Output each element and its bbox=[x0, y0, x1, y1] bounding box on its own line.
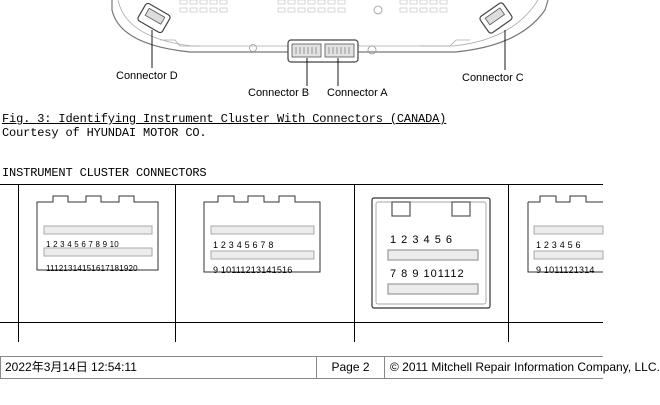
connector-table: 1 2 3 4 5 6 7 8 9 10 1112131415161718192… bbox=[0, 184, 604, 342]
connector-b-a-drawing bbox=[287, 39, 359, 86]
connector-3-row1-pins: 1 2 3 4 5 6 bbox=[390, 234, 453, 246]
connector-4-row2-pins: 9 1011121314 bbox=[536, 265, 595, 275]
connector-4-row1-pins: 1 2 3 4 5 6 bbox=[536, 240, 581, 250]
connector-1-row1-pins: 1 2 3 4 5 6 7 8 9 10 bbox=[46, 240, 119, 249]
connector-d-label: Connector D bbox=[116, 70, 178, 82]
connector-a-label: Connector A bbox=[327, 87, 388, 99]
footer-copyright: © 2011 Mitchell Repair Information Compa… bbox=[384, 357, 660, 378]
page-footer: 2022年3月14日 12:54:11 Page 2 © 2011 Mitche… bbox=[0, 356, 660, 379]
connector-b-label: Connector B bbox=[248, 87, 310, 99]
figure-credit: Courtesy of HYUNDAI MOTOR CO. bbox=[2, 126, 207, 140]
connector-3-row2-pins: 7 8 9 101112 bbox=[390, 268, 465, 280]
table-title: INSTRUMENT CLUSTER CONNECTORS bbox=[2, 166, 207, 180]
cluster-connector-figure: Connector D Connector B Connector A Conn… bbox=[0, 0, 603, 108]
connector-2-diagram bbox=[203, 195, 321, 273]
connector-c-drawing bbox=[479, 2, 513, 70]
connector-c-label: Connector C bbox=[462, 72, 524, 84]
connector-2-row1-pins: 1 2 3 4 5 6 7 8 bbox=[213, 240, 274, 250]
connector-2-row2-pins: 9 10111213141516 bbox=[213, 265, 293, 275]
figure-caption: Fig. 3: Identifying Instrument Cluster W… bbox=[2, 112, 447, 126]
connector-3-diagram bbox=[371, 197, 491, 309]
connector-4-cell: 1 2 3 4 5 6 9 1011121314 bbox=[0, 184, 603, 342]
connector-4-diagram bbox=[527, 195, 604, 273]
cluster-outline-drawing bbox=[111, 0, 549, 86]
connector-d-drawing bbox=[137, 2, 171, 68]
table-grid bbox=[0, 184, 604, 342]
connector-1-diagram bbox=[36, 195, 159, 271]
connector-1-row2-pins: 11121314151617181920 bbox=[46, 264, 138, 273]
footer-datetime: 2022年3月14日 12:54:11 bbox=[0, 357, 316, 378]
footer-page-number: Page 2 bbox=[316, 357, 384, 378]
